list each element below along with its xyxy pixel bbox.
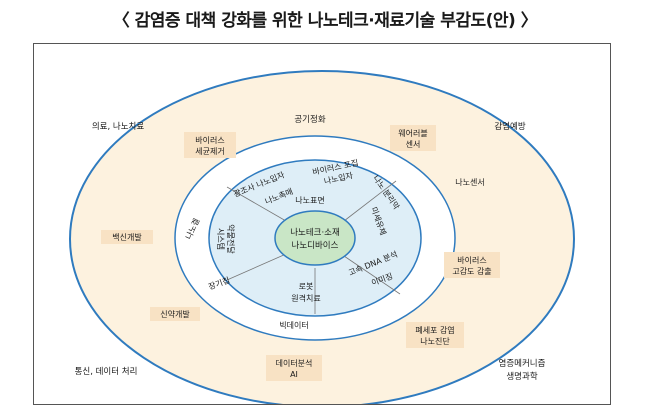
mid-virus-sterilize-1: 바이러스 [195,135,224,145]
mid-pneumonia-box [406,322,464,348]
mid-high-sens-2: 고감도 감출 [452,266,491,276]
mid-wearable-2: 센서 [406,139,421,149]
mid-pneumonia-2: 나노진단 [420,336,450,346]
center-label-1: 나노테크·소재 [290,228,340,238]
mid-drug-dev: 신약개발 [160,309,190,319]
mid-nano-sensor: 나노센서 [455,177,484,187]
mid-high-sens-box [444,252,500,278]
mid-wearable-1: 웨어러블 [398,128,427,138]
outer-comms: 통신, 데이터 처리 [75,366,138,377]
mid-vaccine: 백신개발 [112,232,142,242]
page-title: 〈 감염증 대책 강화를 위한 나노테크·재료기술 부감도(안) 〉 [112,11,538,31]
center-core [274,210,356,266]
ring-spokes [226,180,401,314]
outer-science-2: 생명과학 [506,371,537,382]
nanotech-map-diagram: 나노테크·소재 나노디바이스 광조사 나노입자 나노촉매 바이러스 포집 나노입… [69,70,575,404]
inner-nano-surface: 나노표면 [295,195,324,205]
outer-prevention: 감염예방 [494,121,525,132]
inner-robot-2: 원격치료 [291,293,320,303]
mid-virus-sterilize-box [184,132,236,158]
mid-data-ai-2: AI [290,370,298,379]
inner-delivery-1: 약물전달 [226,224,236,254]
outer-medical: 의료, 나노치료 [92,121,145,132]
mid-high-sens-1: 바이러스 [457,255,486,265]
mid-drug-dev-box [150,307,200,321]
mid-virus-sterilize-2: 세균제거 [195,147,224,156]
diagram-frame: 나노테크·소재 나노디바이스 광조사 나노입자 나노촉매 바이러스 포집 나노입… [33,43,611,405]
inner-robot-1: 로봇 [299,282,314,291]
mid-vaccine-box [101,230,153,244]
mid-wearable-box [390,125,436,151]
inner-delivery-2: 시스템 [216,228,226,250]
center-label-2: 나노디바이스 [292,240,339,251]
mid-air-purify: 공기정화 [294,114,325,125]
outer-science-1: 염증메커니즘 [499,358,546,369]
mid-data-ai-box [266,355,322,381]
mid-pneumonia-1: 폐세포 감염 [415,325,454,335]
inner-big-data: 빅데이터 [279,320,308,330]
mid-data-ai-1: 데이터분석 [276,358,313,368]
